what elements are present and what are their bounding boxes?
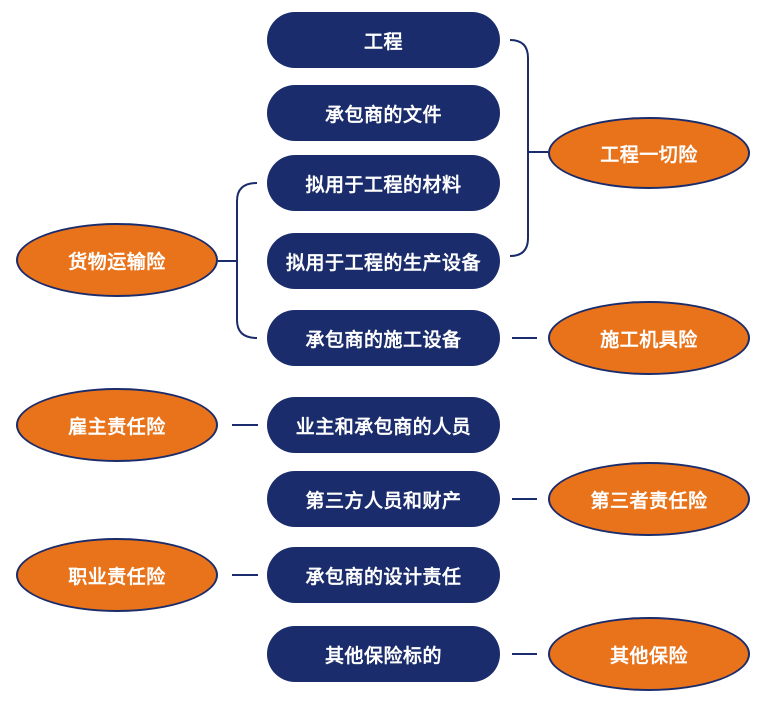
bracket-cargo-transport xyxy=(218,182,258,339)
subject-works: 工程 xyxy=(267,12,500,68)
oval-construction-all-risk: 工程一切险 xyxy=(548,117,750,189)
subject-personnel: 业主和承包商的人员 xyxy=(267,397,500,453)
oval-employer-liability: 雇主责任险 xyxy=(16,388,218,462)
subject-design-liability: 承包商的设计责任 xyxy=(267,547,500,603)
oval-professional-liability: 职业责任险 xyxy=(16,538,218,612)
subject-materials: 拟用于工程的材料 xyxy=(267,155,500,211)
oval-third-party: 第三者责任险 xyxy=(548,462,750,536)
subject-contractor-documents: 承包商的文件 xyxy=(267,85,500,141)
oval-equipment: 施工机具险 xyxy=(548,301,750,375)
subject-contractor-equipment: 承包商的施工设备 xyxy=(267,310,500,366)
subject-third-party: 第三方人员和财产 xyxy=(267,471,500,527)
oval-cargo-transport: 货物运输险 xyxy=(16,223,218,297)
bracket-construction-all-risk xyxy=(509,39,548,257)
oval-other: 其他保险 xyxy=(548,617,750,691)
subject-other: 其他保险标的 xyxy=(267,626,500,682)
subject-plant: 拟用于工程的生产设备 xyxy=(267,233,500,289)
